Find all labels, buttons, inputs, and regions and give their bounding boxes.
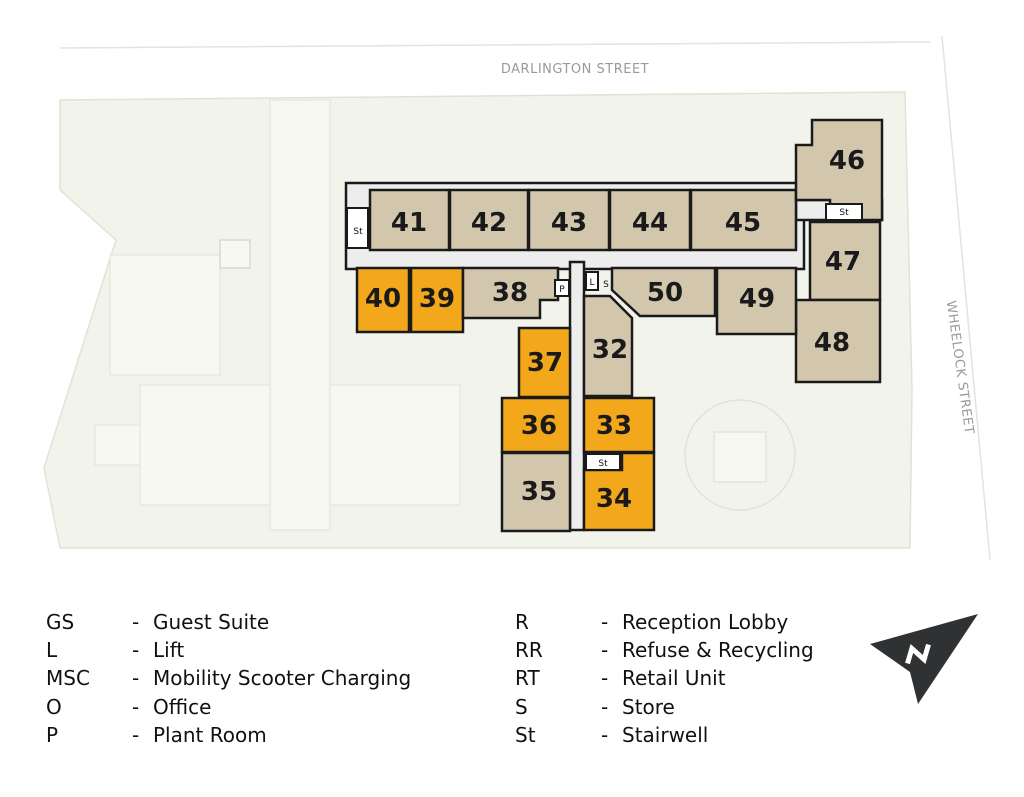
legend-desc: Plant Room [153, 722, 267, 747]
legend-code: St [515, 722, 536, 747]
unit-label-34: 34 [596, 484, 632, 514]
unit-45[interactable] [689, 188, 798, 252]
small-rooms [346, 203, 863, 471]
legend-code: GS [46, 610, 75, 634]
legend-dash: - [132, 666, 140, 691]
unit-label-44: 44 [632, 208, 668, 238]
legend-dash: - [132, 638, 140, 663]
legend-dash: - [601, 694, 609, 719]
north-arrow-icon [870, 614, 978, 704]
unit-48[interactable] [794, 298, 882, 384]
legend-desc: Lift [153, 638, 185, 663]
plant-room-label: P [559, 285, 565, 295]
plant-room [554, 279, 570, 297]
street-label-north: DARLINGTON STREET [501, 62, 649, 77]
legend-row: S -Store [515, 693, 814, 721]
legend-row: L -Lift [46, 636, 411, 664]
unit-label-46: 46 [829, 146, 865, 176]
units-layer [355, 118, 884, 533]
stairwell-south [585, 453, 621, 471]
legend-desc: Retail Unit [622, 666, 726, 691]
unit-46[interactable] [794, 118, 884, 222]
legend-dash: - [601, 638, 609, 663]
legend-desc: Store [622, 694, 675, 719]
legend-right: R-Reception Lobby RR-Refuse & Recycling … [515, 608, 814, 749]
legend-desc: Mobility Scooter Charging [153, 666, 412, 691]
unit-40[interactable] [355, 266, 411, 334]
legend-desc: Guest Suite [153, 610, 270, 634]
stairwell-west [346, 207, 369, 249]
stairwell-south-label: St [598, 459, 608, 469]
stairwell-north-east [825, 203, 863, 221]
lift-label: L [589, 278, 594, 288]
unit-label-40: 40 [365, 284, 401, 314]
legend-dash: - [132, 722, 140, 747]
unit-33[interactable] [582, 396, 656, 454]
lift [585, 271, 599, 291]
unit-label-45: 45 [725, 208, 761, 238]
legend-desc: Reception Lobby [622, 610, 789, 634]
unit-50[interactable] [610, 266, 717, 318]
legend-code: RR [515, 638, 543, 663]
unit-label-39: 39 [419, 284, 455, 314]
unit-35[interactable] [500, 451, 572, 533]
unit-label-35: 35 [521, 477, 557, 507]
legend-row: P -Plant Room [46, 721, 411, 749]
unit-label-41: 41 [391, 208, 427, 238]
legend-dash: - [601, 722, 609, 747]
legend-code: L [46, 638, 58, 663]
legend-dash: - [601, 610, 609, 634]
store-label: S [603, 280, 609, 290]
legend-desc: Stairwell [622, 722, 709, 747]
unit-label-49: 49 [739, 284, 775, 314]
unit-label-48: 48 [814, 328, 850, 358]
unit-label-32: 32 [592, 335, 628, 365]
stairwell-west-label: St [353, 227, 363, 237]
legend-row: R -Reception Lobby [515, 608, 814, 636]
unit-label-42: 42 [471, 208, 507, 238]
floor-plan-map: DARLINGTON STREET WHEELOCK STREET [43, 35, 991, 561]
legend-dash: - [132, 694, 140, 719]
unit-39[interactable] [409, 266, 465, 334]
unit-label-36: 36 [521, 411, 557, 441]
stairwell-north-east-label: St [839, 208, 849, 218]
unit-49[interactable] [715, 266, 798, 336]
legend-row: O -Office [46, 693, 411, 721]
unit-label-38: 38 [492, 278, 528, 308]
legend-code: P [46, 722, 59, 747]
legend-code: R [515, 610, 529, 634]
unit-44[interactable] [608, 188, 692, 252]
unit-label-37: 37 [527, 348, 563, 378]
unit-label-50: 50 [647, 278, 683, 308]
unit-47[interactable] [808, 220, 882, 302]
legend-dash: - [132, 610, 140, 634]
unit-label-33: 33 [596, 411, 632, 441]
legend-row: MSC -Mobility Scooter Charging [46, 664, 411, 692]
legend-desc: Refuse & Recycling [622, 638, 814, 663]
legend-code: S [515, 694, 528, 719]
legend-row: RR -Refuse & Recycling [515, 636, 814, 664]
legend-row: St -Stairwell [515, 721, 814, 749]
legend-desc: Office [153, 694, 212, 719]
legend-row: RT -Retail Unit [515, 664, 814, 692]
unit-label-43: 43 [551, 208, 587, 238]
unit-38[interactable] [461, 266, 560, 320]
unit-42[interactable] [448, 188, 530, 252]
unit-label-47: 47 [825, 247, 861, 277]
legend-dash: - [601, 666, 609, 691]
street-label-east: WHEELOCK STREET [943, 300, 977, 436]
legend-code: MSC [46, 666, 90, 691]
unit-labels: 41 42 43 44 45 46 47 48 40 39 38 50 49 3… [365, 146, 865, 514]
legend-code: RT [515, 666, 540, 691]
unit-32[interactable] [582, 294, 634, 398]
unit-34[interactable] [582, 451, 656, 532]
legend-left: GS-Guest Suite L-Lift MSC-Mobility Scoot… [46, 608, 411, 749]
legend-code: O [46, 694, 62, 719]
legend-row: GS -Guest Suite [46, 608, 411, 636]
unit-43[interactable] [527, 188, 611, 252]
